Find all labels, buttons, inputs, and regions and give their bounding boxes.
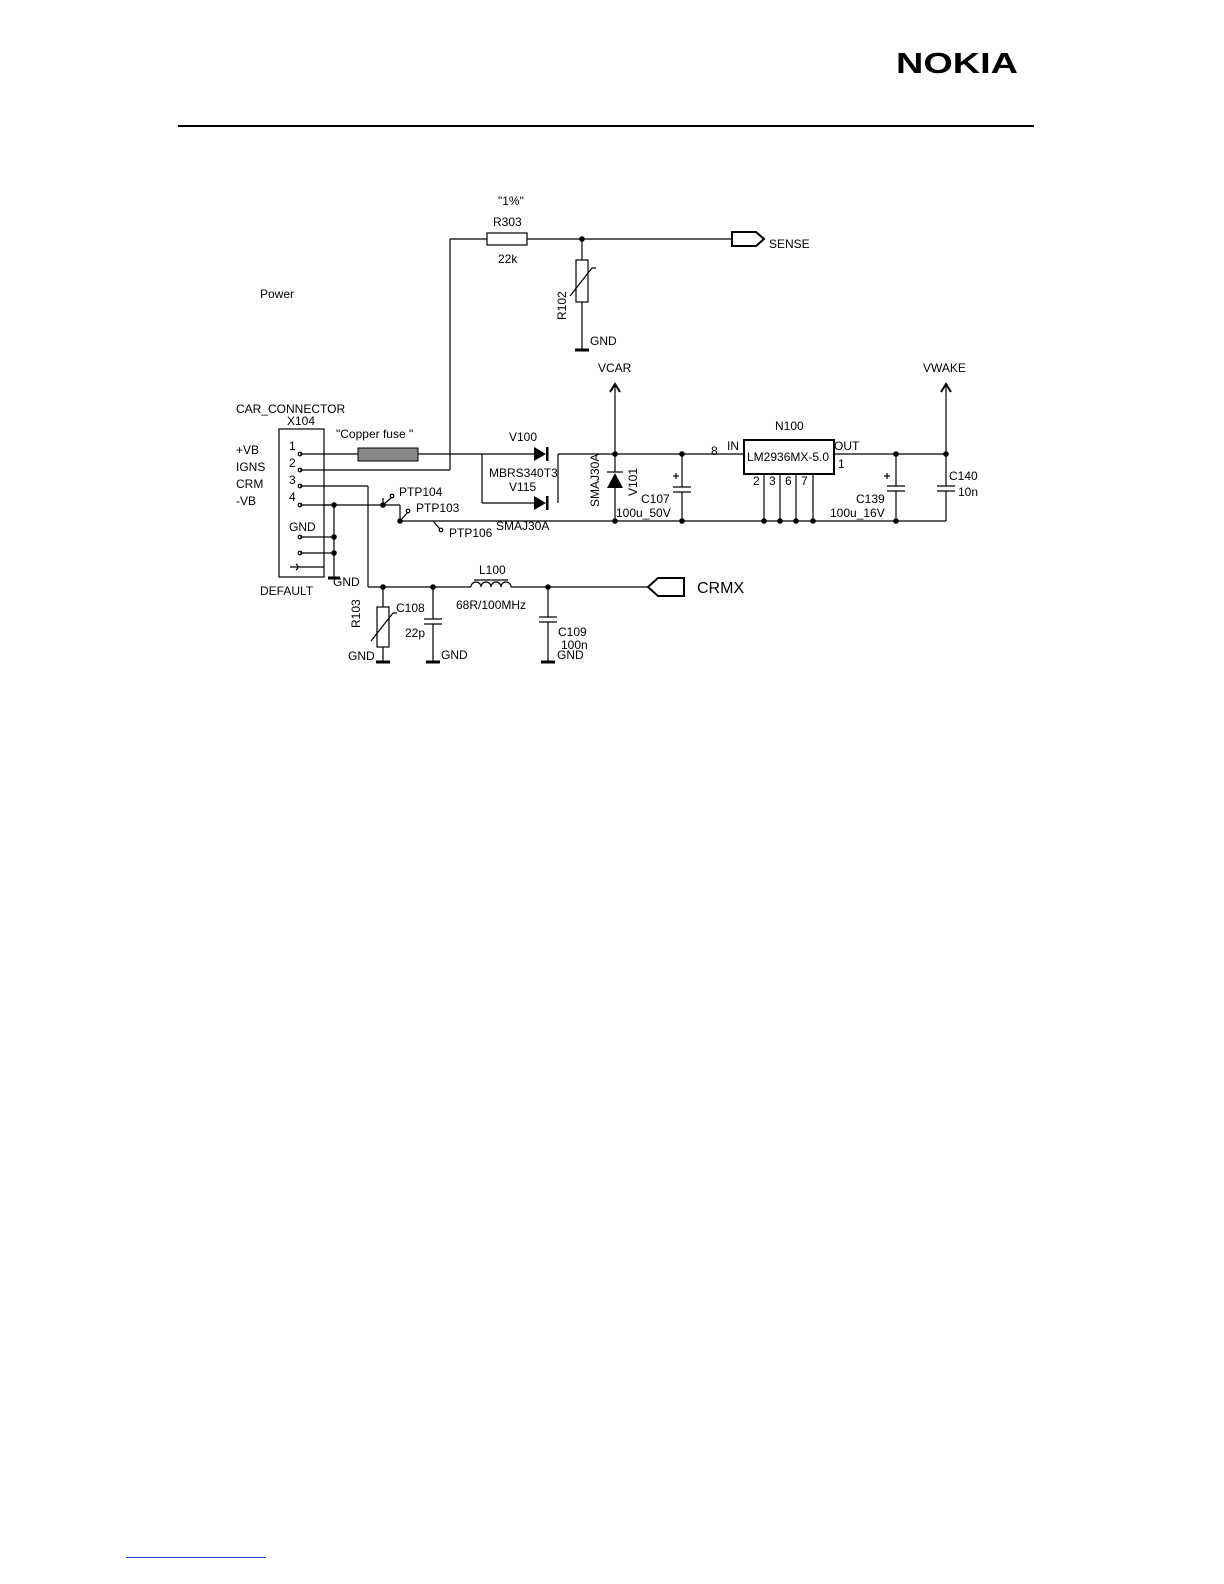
r303-body	[486, 232, 528, 246]
v100-diode	[534, 447, 546, 461]
n100-gnd-pin-2: 2	[753, 474, 760, 488]
r303-tolerance: "1%"	[498, 194, 524, 208]
n100-gnd-pin-3: 3	[769, 474, 776, 488]
connector-name: CAR_CONNECTOR	[236, 402, 345, 416]
crmx-label: CRMX	[697, 580, 744, 597]
ptp106-label: PTP106	[449, 526, 493, 540]
n100-out: OUT	[834, 439, 860, 453]
connector-gnd2-label: GND	[333, 575, 360, 589]
header-rule	[178, 125, 1034, 127]
connector-default-label: DEFAULT	[260, 584, 314, 598]
diode-part: MBRS340T3	[489, 466, 558, 480]
section-title: Power	[260, 287, 294, 301]
c109-ref: C109	[558, 625, 587, 639]
nokia-logo: NOKIA	[896, 48, 1018, 78]
c108-value: 22p	[405, 626, 425, 640]
fuse-label: "Copper fuse "	[336, 427, 413, 441]
c109-value: 100n	[561, 638, 588, 652]
c139-value: 100u_16V	[830, 506, 885, 520]
c107-value: 100u_50V	[616, 506, 671, 520]
pin-num-2: 2	[289, 456, 296, 470]
n100-ref: N100	[775, 419, 804, 433]
v115-part: SMAJ30A	[496, 519, 549, 533]
v115-diode	[534, 496, 546, 510]
r303-value: 22k	[498, 252, 518, 266]
pin-signal-4: -VB	[236, 494, 256, 508]
copper-fuse	[357, 447, 419, 462]
r103-ref: R103	[349, 599, 363, 628]
n100-pin-out: 1	[838, 457, 845, 471]
r103-gnd: GND	[348, 649, 375, 663]
n100-gnd-pin-7: 7	[801, 474, 808, 488]
c140-ref: C140	[949, 469, 978, 483]
c109-gnd: GND	[557, 648, 584, 662]
v101-diode	[607, 473, 623, 488]
pin-num-3: 3	[289, 473, 296, 487]
connector-gnd-label: GND	[289, 520, 316, 534]
pin-num-4: 4	[289, 490, 296, 504]
n100-pin-in: 8	[711, 444, 718, 458]
c108-ref: C108	[396, 601, 425, 615]
pin-signal-1: +VB	[236, 443, 259, 457]
connector-body	[278, 428, 325, 578]
n100-in: IN	[727, 439, 739, 453]
r102-ref: R102	[555, 291, 569, 320]
ptp104-label: PTP104	[399, 485, 443, 499]
v115-ref: V115	[509, 480, 536, 494]
v101-part: SMAJ30A	[588, 454, 602, 507]
pin-signal-3: CRM	[236, 477, 263, 491]
vcar-label: VCAR	[598, 361, 632, 375]
c108-gnd: GND	[441, 648, 468, 662]
sense-port	[731, 231, 766, 247]
n100-part: LM2936MX-5.0	[747, 450, 829, 464]
r103-body	[376, 606, 390, 648]
sense-label: SENSE	[769, 237, 810, 251]
logo-text: NOKIA	[896, 48, 1018, 78]
c139-ref: C139	[856, 492, 885, 506]
vwake-label: VWAKE	[923, 361, 966, 375]
crmx-port	[646, 577, 685, 597]
c107-ref: C107	[641, 492, 670, 506]
l100-value: 68R/100MHz	[456, 598, 526, 612]
r102-gnd: GND	[590, 334, 617, 348]
footer-link-rule	[126, 1557, 266, 1558]
ptp103-label: PTP103	[416, 501, 460, 515]
r303-ref: R303	[493, 215, 522, 229]
l100-ref: L100	[479, 563, 506, 577]
connector-ref: X104	[287, 414, 315, 428]
pin-signal-2: IGNS	[236, 460, 265, 474]
n100-gnd-pin-6: 6	[785, 474, 792, 488]
pin-num-1: 1	[289, 439, 296, 453]
c140-value: 10n	[958, 485, 978, 499]
l100-coil	[470, 581, 512, 588]
v101-ref: V101	[626, 468, 640, 496]
v100-ref: V100	[509, 430, 537, 444]
